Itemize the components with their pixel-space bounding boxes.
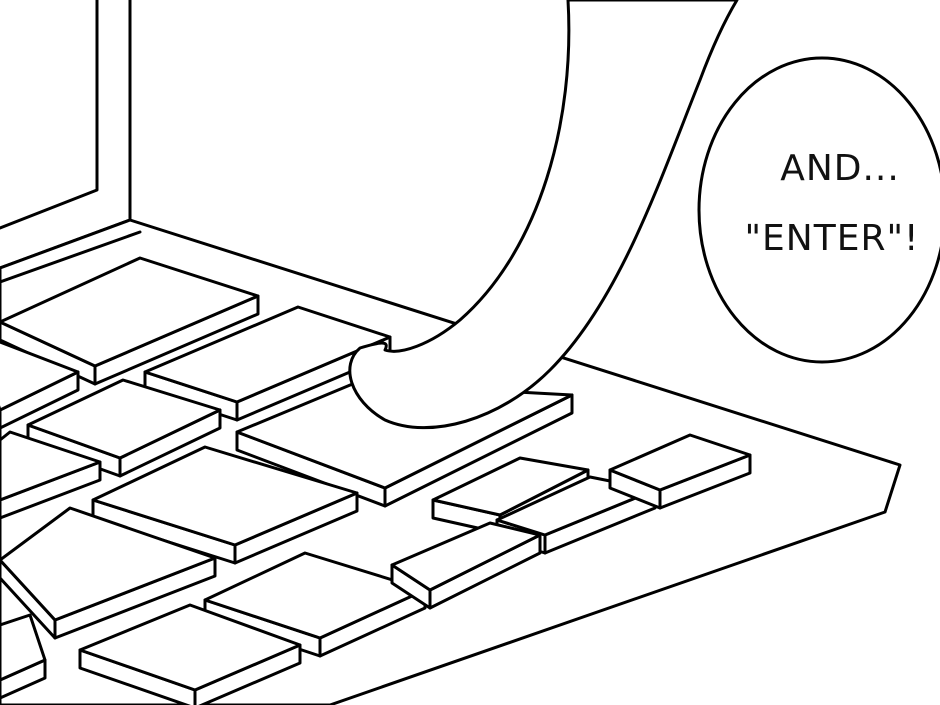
keycap-top	[0, 430, 102, 502]
keycap	[91, 445, 359, 565]
keycap-top	[390, 521, 542, 592]
deck-edge	[0, 230, 142, 284]
keyboard-keys	[0, 256, 752, 705]
keycap	[0, 340, 80, 430]
keycap	[0, 256, 260, 386]
keycap	[608, 433, 752, 510]
keycap-top	[608, 433, 752, 492]
speech-text-line-1: AND...	[780, 148, 900, 189]
keycap-top	[91, 445, 359, 547]
keycap-top	[0, 256, 260, 368]
tentacle	[348, 0, 739, 430]
keycap-side	[0, 370, 80, 430]
keycap-side	[0, 438, 102, 520]
keycap-top	[143, 305, 392, 404]
keycap-top	[431, 456, 590, 517]
keycap-top	[78, 603, 302, 692]
keycap-top	[0, 613, 47, 682]
keycap	[0, 430, 102, 520]
keycap-side	[0, 623, 47, 700]
keycap	[78, 603, 302, 705]
speech-text-line-2: "ENTER"!	[744, 218, 920, 259]
speech-bubble	[697, 56, 940, 364]
keycap	[390, 521, 542, 610]
keycap	[0, 613, 47, 700]
keycap	[0, 506, 217, 640]
keycap-top	[26, 378, 222, 460]
keycap-top	[0, 340, 80, 412]
keycap-top	[0, 506, 217, 622]
